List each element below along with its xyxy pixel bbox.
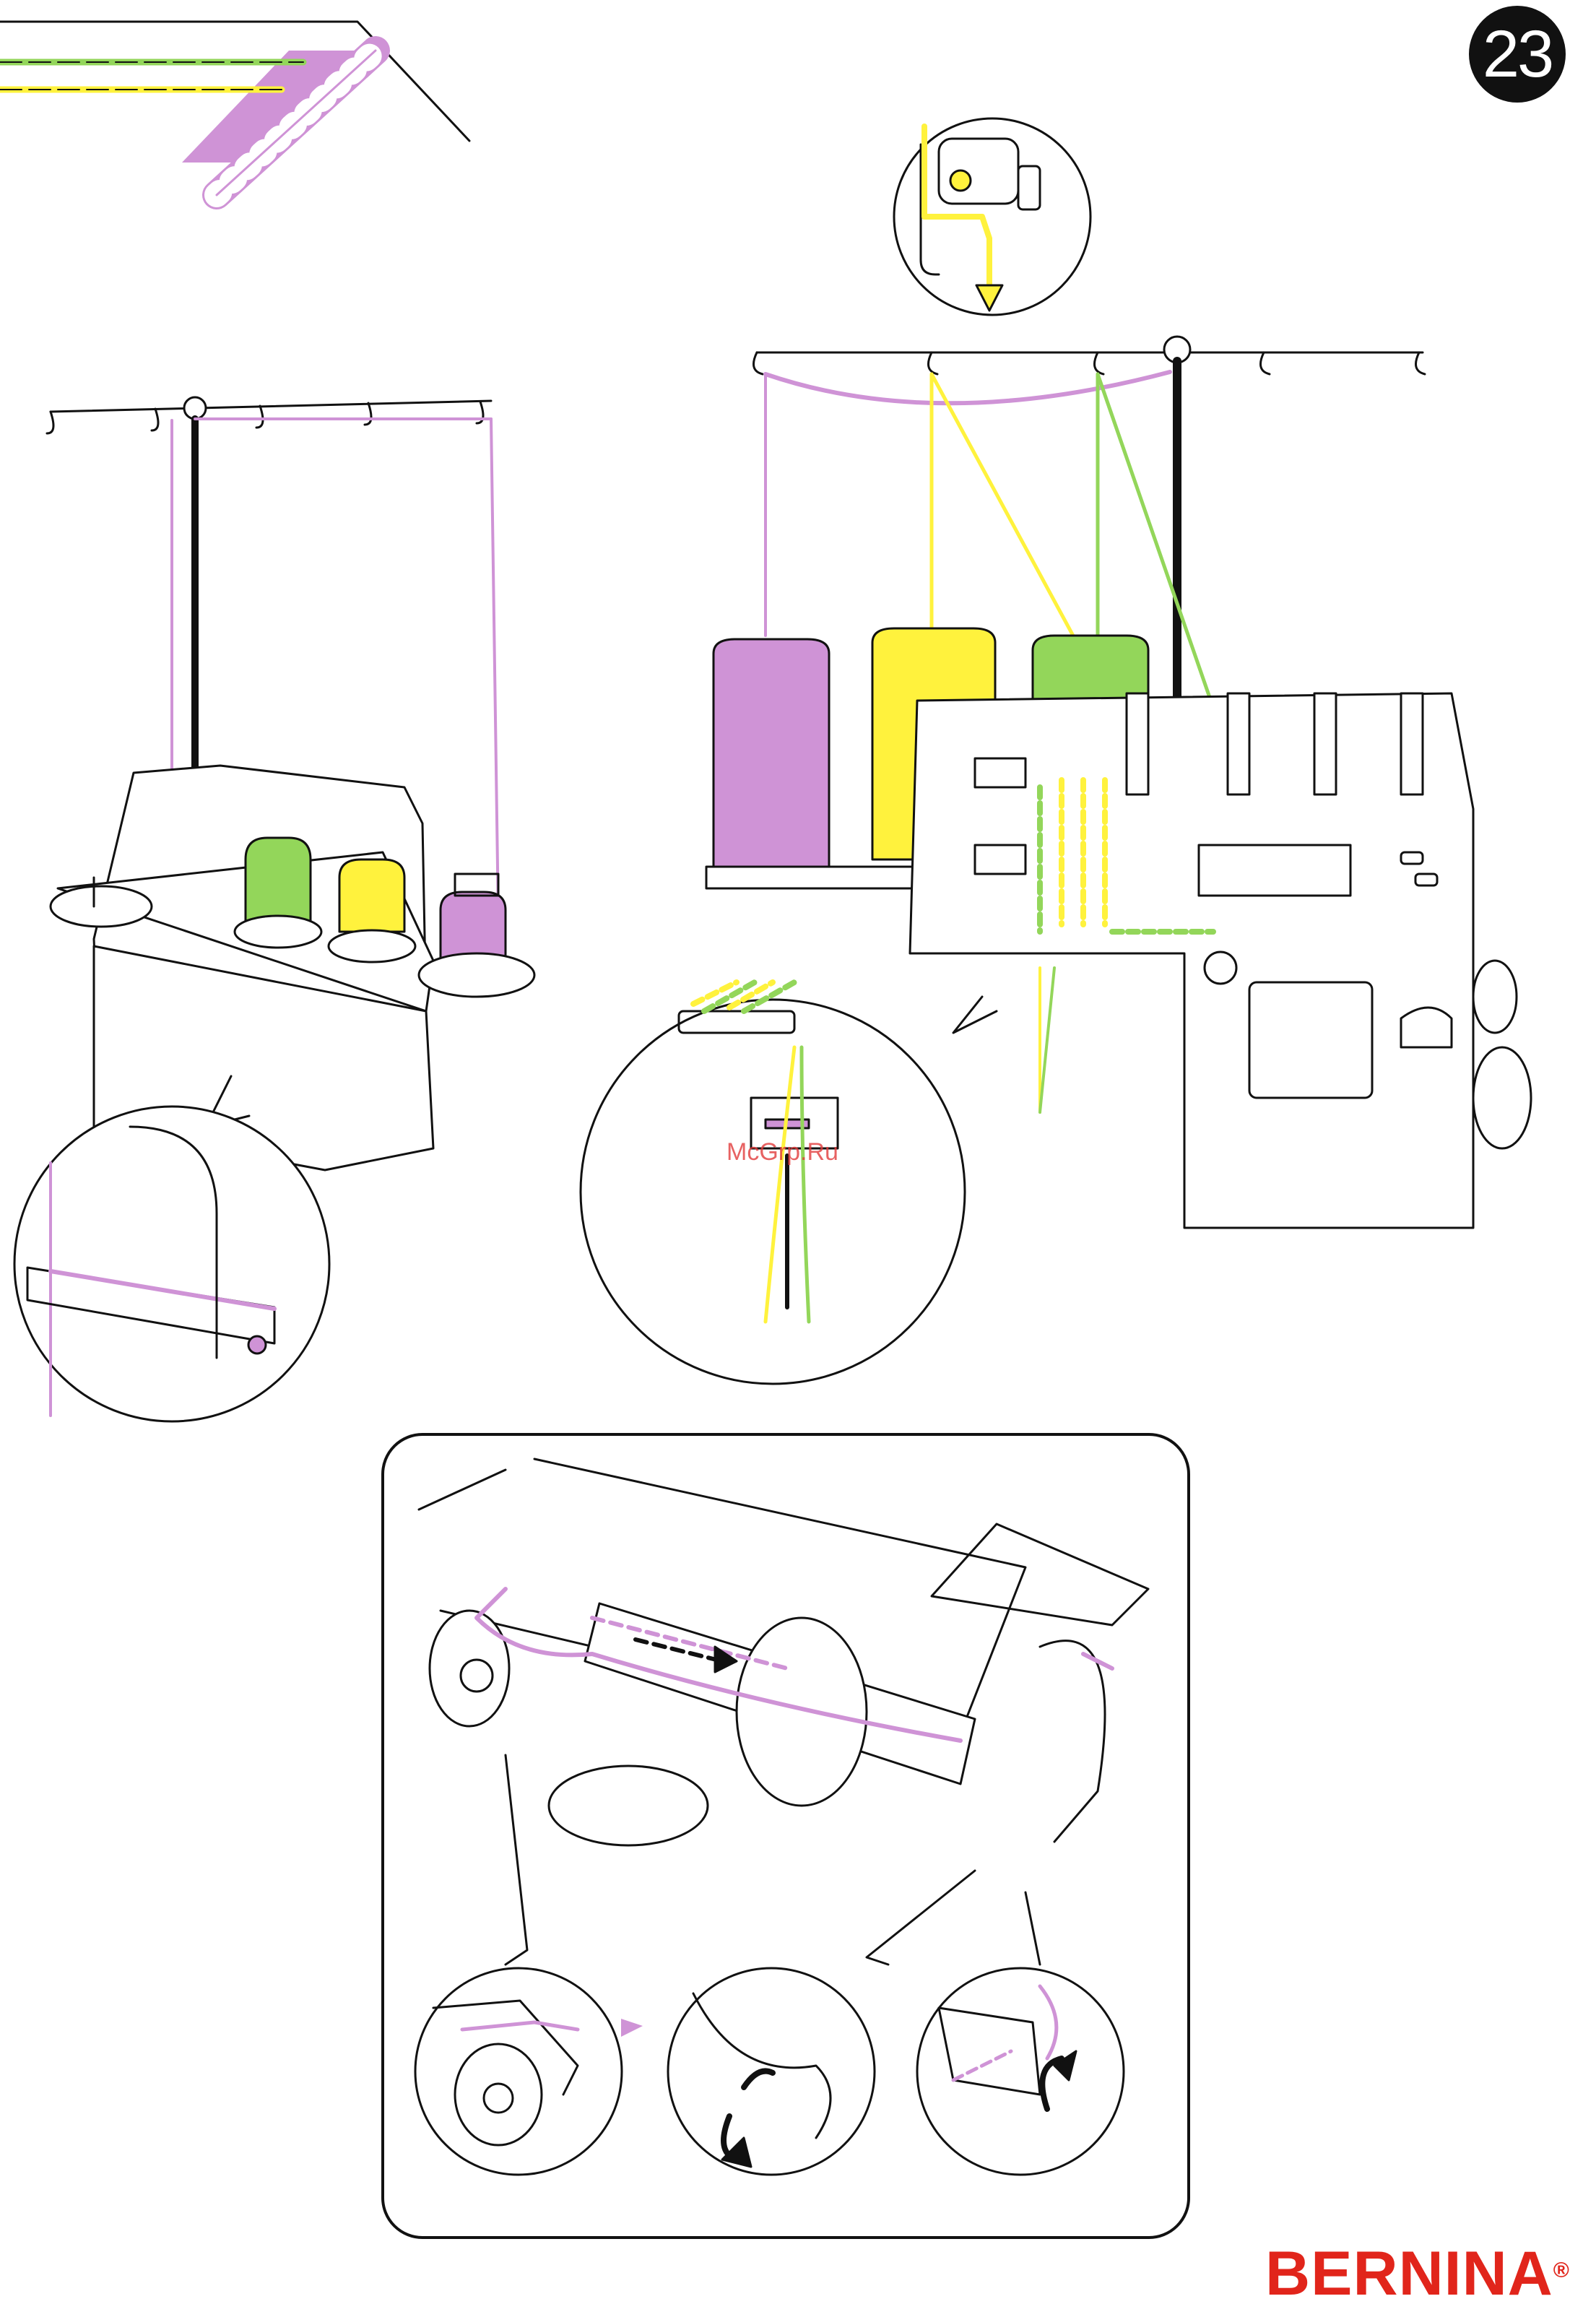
page-number: 23 <box>1469 6 1566 103</box>
brand-logo: BERNINA® <box>1265 2245 1583 2303</box>
watermark-text: McGrp.Ru <box>727 1138 838 1166</box>
registered-mark: ® <box>1553 2258 1570 2282</box>
brand-name: BERNINA <box>1265 2239 1553 2308</box>
stitch-sample-icon <box>0 22 469 195</box>
thread-guide-icon <box>894 118 1090 315</box>
needle-icon <box>581 982 997 1384</box>
looper-icon <box>383 1434 1189 2238</box>
serger-icon <box>47 397 534 1170</box>
